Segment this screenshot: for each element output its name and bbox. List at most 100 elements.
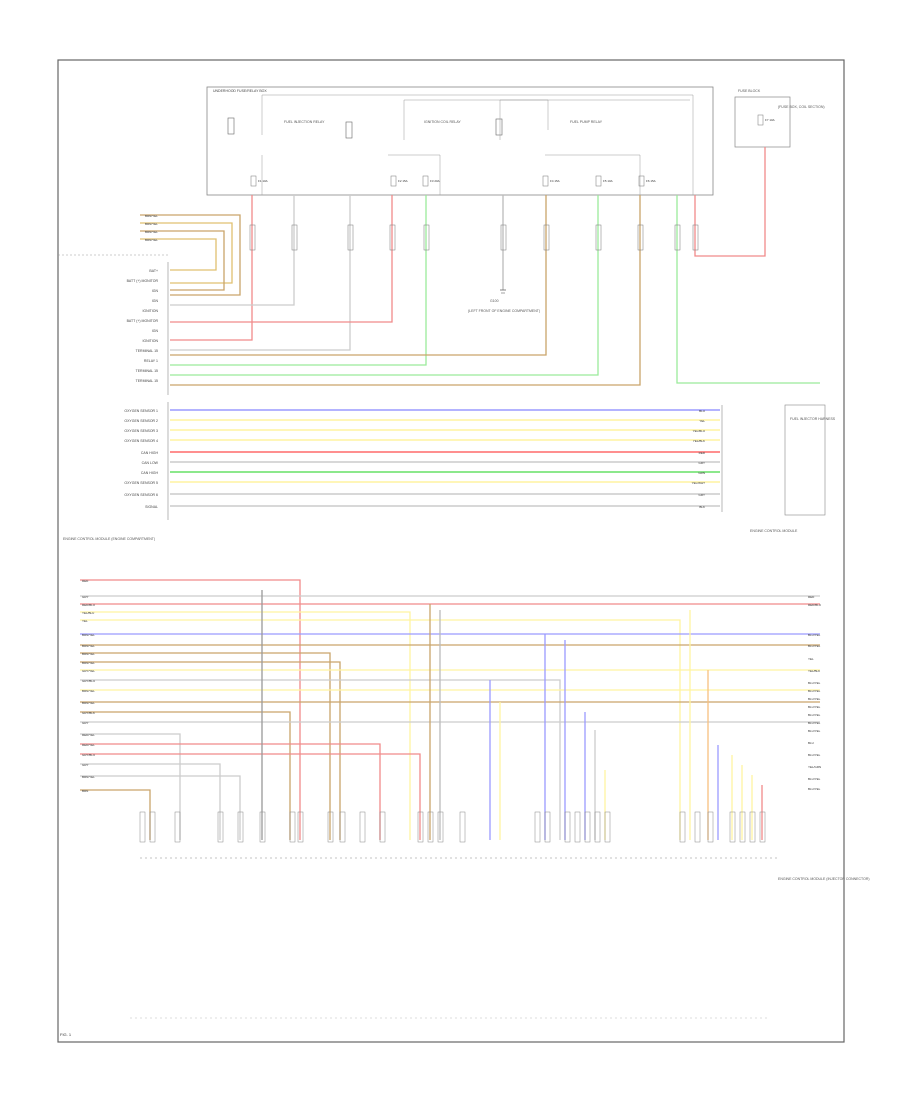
o2-right-component: FUEL INJECTOR HARNESS ENGINE CONTROL MOD…: [721, 404, 836, 533]
relay-coil-2: [345, 121, 353, 139]
ecm-pin-7: IGN: [152, 329, 159, 333]
o2-pin-10: SIGNAL: [145, 505, 158, 509]
ecm-pin-2: BATT (+) MONITOR: [127, 279, 159, 283]
left-code-9: BRN/YEL: [82, 661, 95, 665]
fuse-1: [250, 175, 257, 187]
o2-wire-color-codes: BLU YEL YEL/BLU YEL/BLK RED GRY GRN YEL/…: [692, 409, 706, 509]
left-code-14: GRY/BLK: [82, 711, 95, 715]
left-code-21: BRN: [82, 789, 88, 793]
right-code-16: YEL/GRN: [808, 765, 821, 769]
right-code-12: BLU/YEL: [808, 721, 821, 725]
ecm-pin-3: IGN: [152, 289, 159, 293]
right-code-3: BLU/YEL: [808, 633, 821, 637]
right-code-15: BLU/YEL: [808, 753, 821, 757]
relay-2-label: IGNITION COIL RELAY: [424, 120, 461, 124]
o2-wire-color-4: YEL/BLK: [693, 439, 705, 443]
ground-g100: G100 (LEFT FRONT OF ENGINE COMPARTMENT): [468, 289, 540, 313]
fuse-7-label: F7 10A: [765, 118, 775, 122]
ecm-pin-11: TERMINAL 15: [136, 369, 158, 373]
ecm-pin-block: BAT+ BATT (+) MONITOR IGN IGN IGNITION B…: [58, 254, 170, 395]
o2-wire-color-5: RED: [699, 451, 706, 455]
left-code-2: GRY: [82, 595, 88, 599]
left-code-16: RED/YEL: [82, 733, 95, 737]
page-label: FIG. 1: [60, 1032, 72, 1037]
diagram-border: [57, 59, 845, 1043]
o2-right-module-label: ENGINE CONTROL MODULE: [750, 529, 798, 533]
o2-sensor-pin-block: OXYGEN SENSOR 1 OXYGEN SENSOR 2 OXYGEN S…: [124, 402, 169, 520]
o2-wire-color-7: GRN: [698, 471, 705, 475]
o2-wire-color-10: BLK: [699, 505, 705, 509]
bottom-module-label: ENGINE CONTROL MODULE (INJECTOR CONNECTO…: [778, 877, 870, 881]
right-fuse-block-label: FUSE BLOCK: [738, 89, 761, 93]
upper-left-pin-2: BRN/YEL: [145, 222, 158, 226]
left-code-7: BRN/YEL: [82, 644, 95, 648]
ecm-pin-10: RELAY 1: [144, 359, 158, 363]
fuse-5-label: F5 10A: [603, 179, 613, 183]
left-code-15: GRY: [82, 721, 88, 725]
o2-pin-6: CAN LOW: [142, 461, 159, 465]
left-code-10: GRY/YEL: [82, 669, 95, 673]
o2-pin-8: OXYGEN SENSOR 5: [124, 481, 158, 485]
fuse-6: [638, 175, 645, 187]
ecm-pin-12: TERMINAL 15: [136, 379, 158, 383]
right-code-5: YEL: [808, 657, 814, 661]
left-code-3: RED/BLU: [82, 603, 95, 607]
ecm-pin-8: IGNITION: [142, 339, 158, 343]
fuse-7: [757, 114, 764, 126]
o2-wire-color-8: YEL/WHT: [692, 481, 706, 485]
fuse-6-label: F6 15A: [646, 179, 656, 183]
o2-wire-color-9: GRY: [699, 493, 705, 497]
fuse-5: [595, 175, 602, 187]
fuse-relay-box-label: UNDERHOOD FUSE/RELAY BOX: [213, 89, 267, 93]
bottom-connector: ENGINE CONTROL MODULE (INJECTOR CONNECTO…: [140, 857, 870, 881]
left-connector-codes: RED GRY RED/BLU YEL/BLU YEL BRN/YEL BRN/…: [82, 579, 95, 793]
right-code-9: BLU/YEL: [808, 697, 821, 701]
left-code-11: GRY/BLU: [82, 679, 95, 683]
right-code-7: BLU/YEL: [808, 681, 821, 685]
fuse-wires: [140, 147, 820, 386]
fuse-2-label: F2 15A: [398, 179, 408, 183]
left-code-1: RED: [82, 579, 89, 583]
o2-pin-9: OXYGEN SENSOR 6: [124, 493, 158, 497]
right-connector-codes: RED RED/BLU BLU/YEL BLU/YEL YEL YEL/BLK …: [808, 595, 821, 791]
left-code-17: RED/YEL: [82, 743, 95, 747]
upper-left-pin-1: BRN/YEL: [145, 214, 158, 218]
relay-3-label: FUEL PUMP RELAY: [570, 120, 603, 124]
right-code-8: BLU/YEL: [808, 689, 821, 693]
o2-pin-1: OXYGEN SENSOR 1: [124, 409, 158, 413]
ecm-pin-6: BATT (+) MONITOR: [127, 319, 159, 323]
o2-pin-7: CAN HIGH: [141, 471, 159, 475]
ecm-pin-9: TERMINAL 15: [136, 349, 158, 353]
o2-sensor-wires: [170, 409, 720, 507]
upper-left-pin-3: BRN/YEL: [145, 230, 158, 234]
left-code-19: GRY: [82, 763, 88, 767]
left-code-13: BRN/YEL: [82, 701, 95, 705]
o2-wire-color-3: YEL/BLU: [693, 429, 705, 433]
left-code-4: YEL/BLU: [82, 611, 94, 615]
right-code-10: BLU/YEL: [808, 705, 821, 709]
left-code-6: BRN/YEL: [82, 633, 95, 637]
ecm-pin-4: IGN: [152, 299, 159, 303]
relay-coil-1: [227, 117, 235, 135]
upper-left-connector: BRN/YEL BRN/YEL BRN/YEL BRN/YEL: [145, 214, 158, 242]
relay-coil-3: [495, 118, 503, 136]
right-code-17: BLU/YEL: [808, 777, 821, 781]
left-code-12: BRN/YEL: [82, 689, 95, 693]
ecm-pin-1: BAT+: [149, 269, 158, 273]
fuse-3: [422, 175, 429, 187]
right-fuse-block: FUSE BLOCK (FUSE BOX, COIL SECTION) F7 1…: [734, 89, 825, 148]
fuse-wire-markers: [249, 224, 699, 251]
o2-wire-color-6: GRY: [699, 461, 705, 465]
right-code-1: RED: [808, 595, 815, 599]
fuse-4-label: F4 15A: [550, 179, 560, 183]
fuse-3-label: F3 20A: [430, 179, 440, 183]
left-code-18: GRY/BLU: [82, 753, 95, 757]
fuse-2: [390, 175, 397, 187]
bottom-connector-markers: [139, 811, 766, 843]
o2-pin-5: CAN HIGH: [141, 451, 159, 455]
left-code-5: YEL: [82, 619, 88, 623]
ecm-pin-5: IGNITION: [142, 309, 158, 313]
right-code-2: RED/BLU: [808, 603, 821, 607]
o2-pin-3: OXYGEN SENSOR 3: [124, 429, 158, 433]
